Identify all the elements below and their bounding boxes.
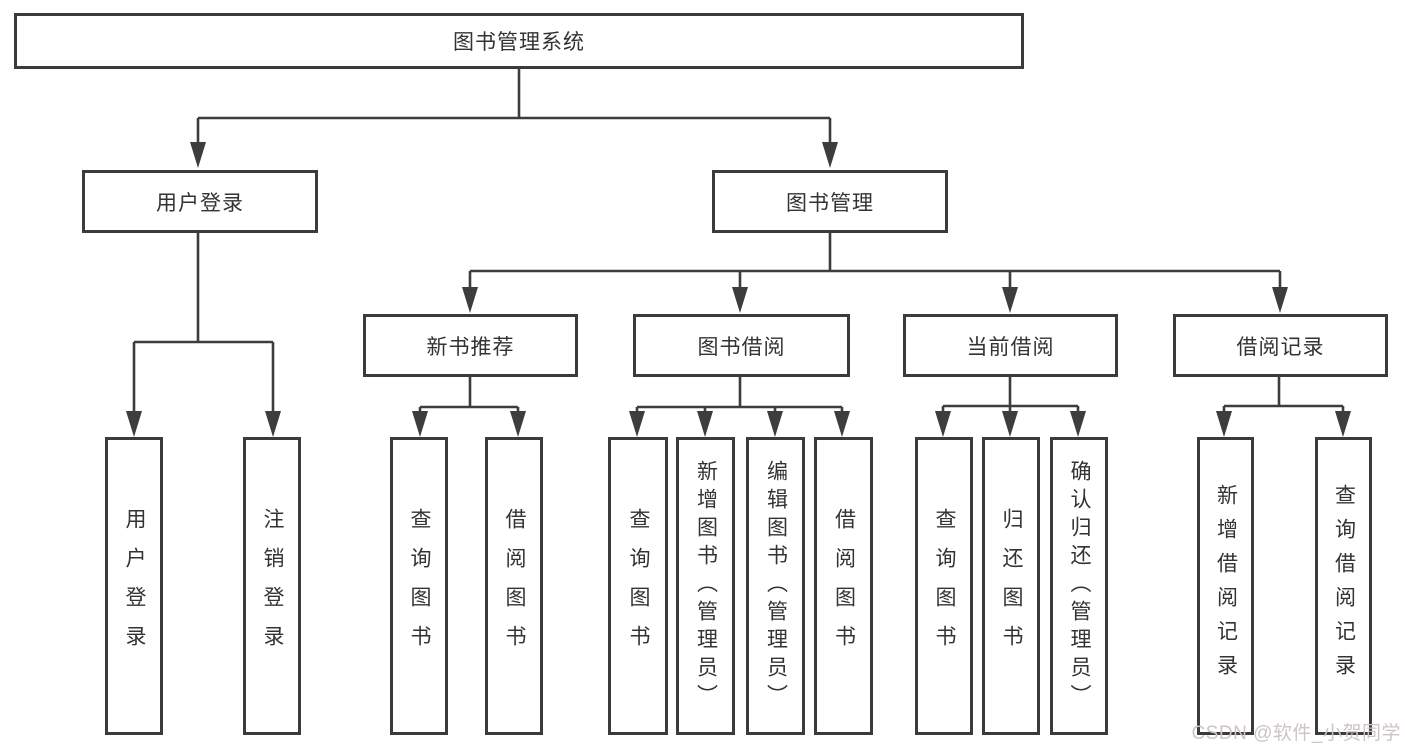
leaf-query-books-current: 查询图书	[915, 437, 973, 735]
node-current-borrow: 当前借阅	[903, 314, 1118, 377]
leaf-borrow-books-recommend: 借阅图书	[485, 437, 543, 735]
node-root-system: 图书管理系统	[14, 13, 1024, 69]
node-new-book-recommend: 新书推荐	[363, 314, 578, 377]
leaf-edit-books-admin: 编辑图书（管理员）	[746, 437, 805, 735]
leaf-add-books-admin-label: 新增图书（管理员）	[694, 460, 718, 712]
leaf-return-books: 归还图书	[982, 437, 1040, 735]
node-user-login: 用户登录	[82, 170, 318, 233]
node-borrow-record: 借阅记录	[1173, 314, 1388, 377]
leaf-confirm-return-admin: 确认归还（管理员）	[1050, 437, 1108, 735]
leaf-user-login-label: 用户登录	[123, 508, 146, 664]
leaf-add-borrow-record: 新增借阅记录	[1197, 437, 1254, 735]
leaf-add-borrow-record-label: 新增借阅记录	[1214, 484, 1238, 688]
leaf-borrow-books-label: 借阅图书	[832, 508, 856, 664]
leaf-return-books-label: 归还图书	[1000, 508, 1023, 664]
node-book-borrow: 图书借阅	[633, 314, 850, 377]
leaf-edit-books-admin-label: 编辑图书（管理员）	[764, 460, 788, 712]
leaf-logout: 注销登录	[243, 437, 301, 735]
leaf-query-books-recommend: 查询图书	[390, 437, 448, 735]
node-book-management: 图书管理	[712, 170, 948, 233]
leaf-add-books-admin: 新增图书（管理员）	[676, 437, 735, 735]
leaf-borrow-books-recommend-label: 借阅图书	[503, 508, 526, 664]
leaf-user-login: 用户登录	[105, 437, 163, 735]
leaf-logout-label: 注销登录	[261, 508, 284, 664]
leaf-query-books-borrow: 查询图书	[608, 437, 668, 735]
leaf-query-borrow-record-label: 查询借阅记录	[1332, 484, 1356, 688]
leaf-confirm-return-admin-label: 确认归还（管理员）	[1068, 460, 1091, 712]
leaf-query-books-current-label: 查询图书	[933, 508, 956, 664]
leaf-borrow-books: 借阅图书	[814, 437, 873, 735]
leaf-query-borrow-record: 查询借阅记录	[1315, 437, 1372, 735]
leaf-query-books-borrow-label: 查询图书	[627, 508, 650, 664]
leaf-query-books-recommend-label: 查询图书	[408, 508, 431, 664]
